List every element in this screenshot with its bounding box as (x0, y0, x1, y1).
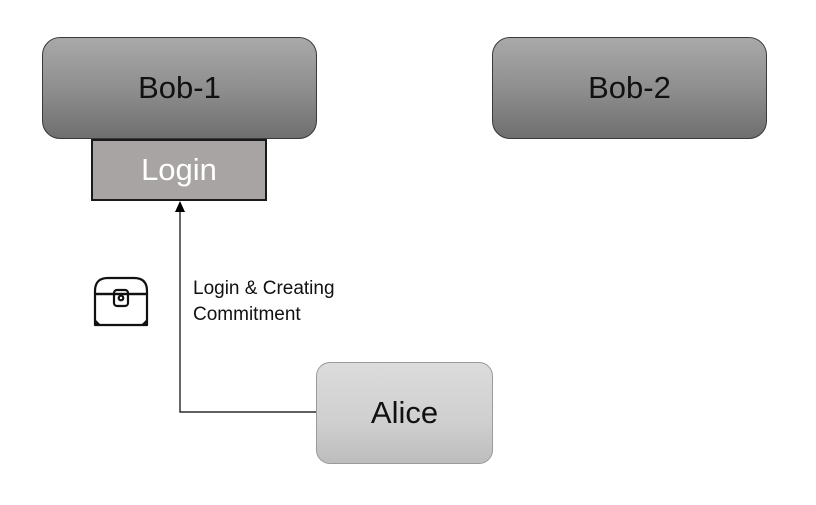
alice-node: Alice (316, 362, 493, 464)
connector-arrowhead (175, 201, 185, 212)
bob-2-label: Bob-2 (588, 70, 671, 105)
bob-2-node: Bob-2 (492, 37, 767, 139)
edge-label-line-2: Commitment (193, 304, 301, 325)
alice-label: Alice (370, 395, 439, 430)
bob-1-node: Bob-1 (42, 37, 317, 139)
connector-line (179, 210, 316, 413)
login-label: Login (141, 152, 217, 187)
login-box: Login (91, 139, 267, 201)
treasure-chest-icon (93, 276, 149, 327)
edge-label: Login & Creating Commitment (193, 276, 335, 328)
bob-1-label: Bob-1 (138, 70, 221, 105)
edge-label-line-1: Login & Creating (193, 278, 335, 299)
